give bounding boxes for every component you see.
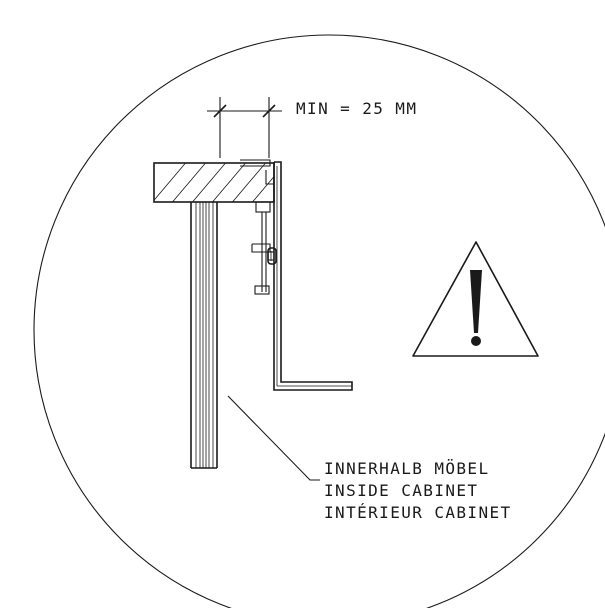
hatched-worktop-panel (153, 162, 275, 203)
callout-line-fr: INTÉRIEUR CABINET (324, 503, 512, 522)
callout-leader (227, 395, 320, 481)
detail-circle (33, 34, 605, 608)
callout-line-de: INNERHALB MÖBEL (324, 459, 490, 478)
fixing-clip (251, 170, 277, 295)
dimension-marker (207, 97, 282, 158)
dimension-label: MIN = 25 MM (296, 99, 417, 118)
warning-triangle-icon (412, 241, 539, 357)
callout-line-en: INSIDE CABINET (324, 481, 478, 500)
l-profile-bracket (240, 159, 353, 391)
cabinet-side-panel (190, 202, 218, 469)
